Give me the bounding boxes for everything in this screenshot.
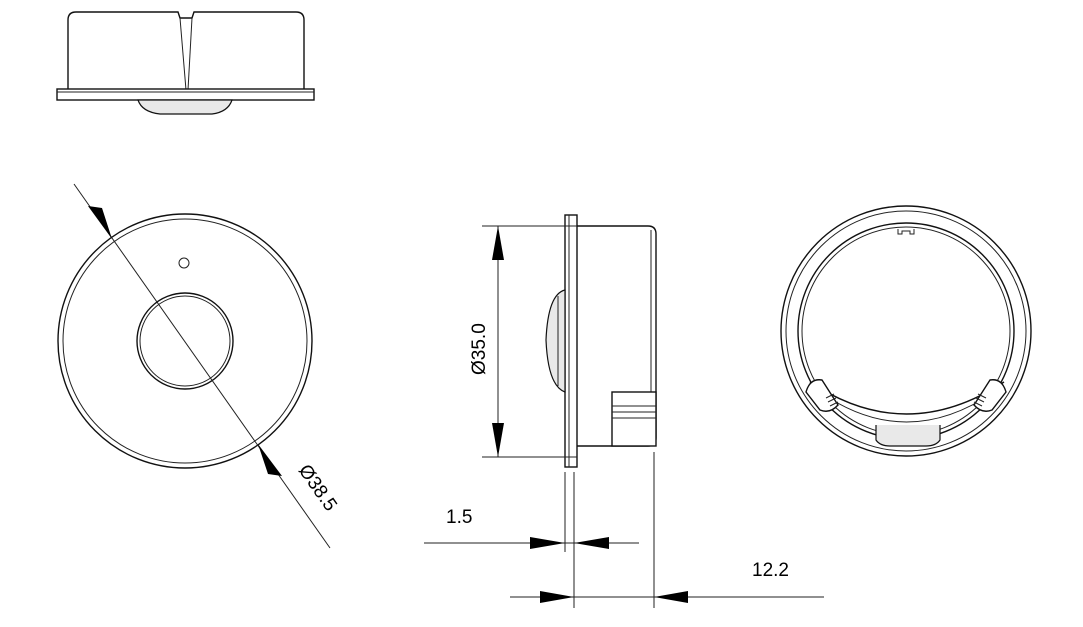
depth-dim-arrow-right [654,591,688,603]
top-profile-view [56,11,315,115]
diameter-arrow-top [88,206,112,239]
diameter-leader-line [73,183,331,549]
body-dim-arrow-top [492,226,504,260]
side-view: Ø35.0 1.5 12.2 [424,214,824,608]
flange-thickness-label: 1.5 [446,507,472,528]
front-view: Ø38.5 [57,183,341,549]
depth-dim-arrow-left [540,591,574,603]
flange-dim-arrow-left [530,537,565,549]
diameter-arrow-bottom [258,444,282,476]
body-depth-label: 12.2 [752,560,789,581]
body-diameter-label: Ø35.0 [469,323,490,375]
rear-view [780,205,1032,457]
body-dim-arrow-bottom [492,423,504,457]
flange-dim-arrow-right [574,537,609,549]
